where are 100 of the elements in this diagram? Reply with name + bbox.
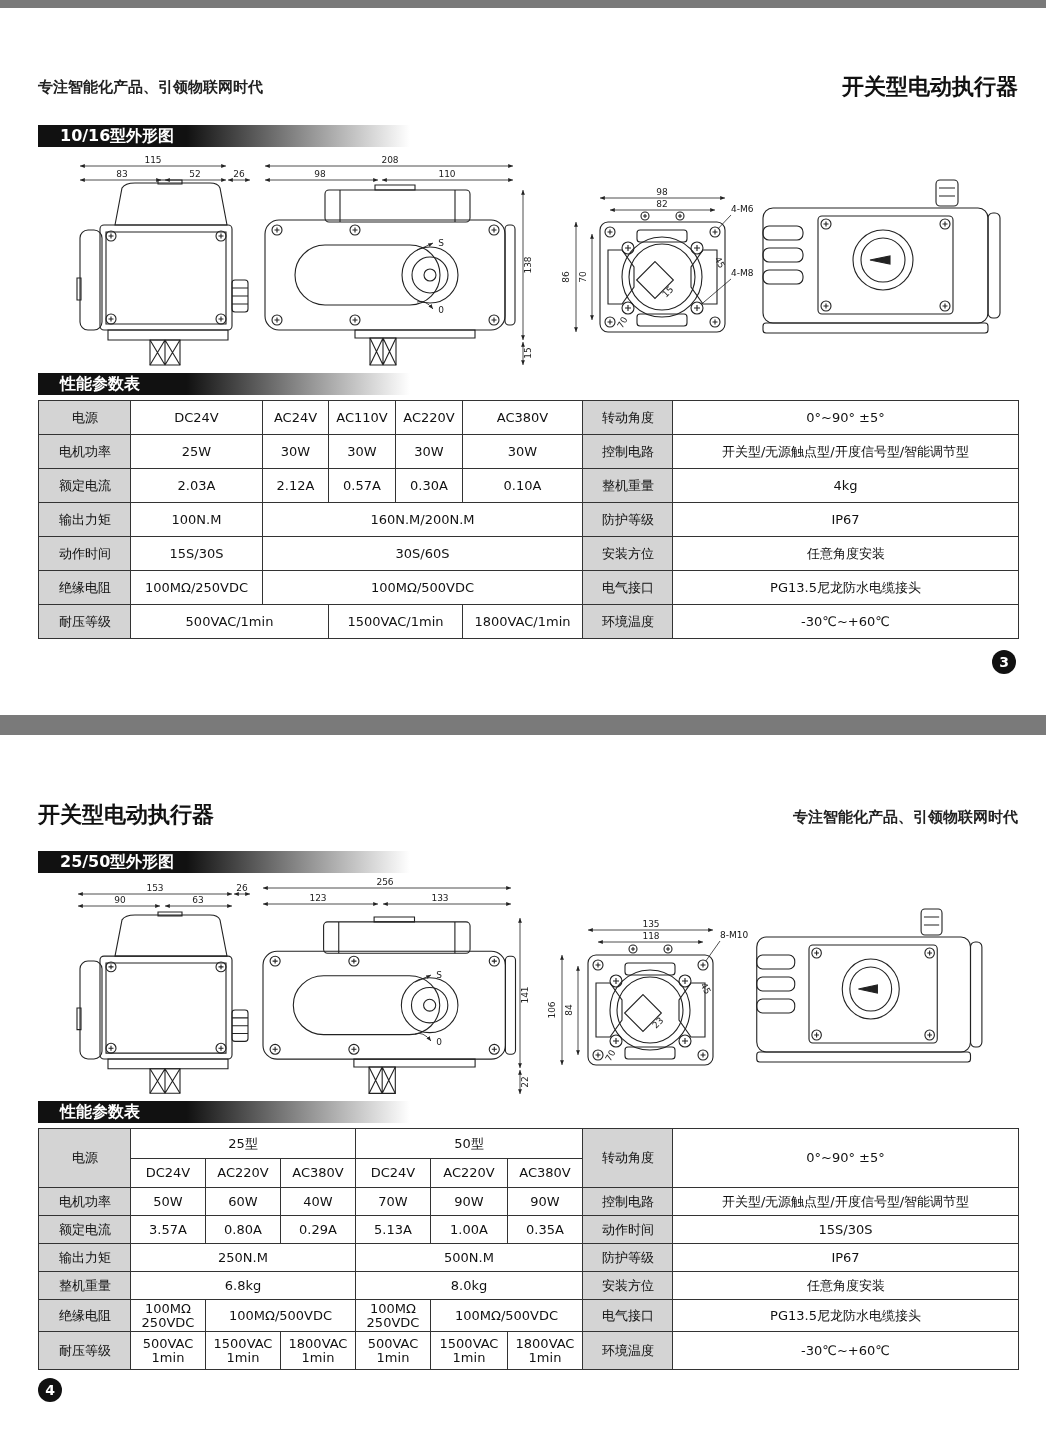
section-heading: 性能参数表 — [38, 1101, 410, 1123]
table-cell: 25型 — [130, 1128, 356, 1159]
table-cell: AC220V — [430, 1158, 508, 1188]
dimension-label: 52 — [189, 169, 201, 179]
section-heading: 性能参数表 — [38, 373, 410, 395]
row-header-cell: 电源 — [38, 400, 131, 435]
table-cell: 30W — [328, 434, 396, 469]
row-header-cell: 安装方位 — [582, 536, 673, 571]
dimension-label: 90 — [114, 895, 126, 905]
table-cell: 0°~90° ±5° — [672, 1128, 1019, 1188]
row-header-cell: 转动角度 — [582, 400, 673, 435]
dimension-label: 70 — [603, 1048, 618, 1063]
dimension-label: 26 — [233, 169, 245, 179]
table-cell: 40W — [280, 1187, 356, 1216]
table-cell: 5.13A — [355, 1215, 431, 1244]
callout-label: 8-M10 — [720, 930, 749, 941]
row-header-cell: 安装方位 — [582, 1271, 673, 1300]
callout-label: 4-M6 — [731, 204, 754, 215]
table-cell: PG13.5尼龙防水电缆接头 — [672, 570, 1019, 605]
dimension-label: 26 — [236, 883, 248, 893]
rotation-label: 0 — [436, 1037, 442, 1047]
table-cell: 500VAC 1min — [355, 1331, 431, 1370]
dimension-label: 256 — [376, 877, 394, 887]
dimension-label: 208 — [381, 155, 399, 165]
table-cell: 100MΩ/250VDC — [130, 570, 263, 605]
table-cell: 250N.M — [130, 1243, 356, 1272]
row-header-cell: 环境温度 — [582, 1331, 673, 1370]
dimension-label: 110 — [438, 169, 456, 179]
dimension-label: 45 — [712, 255, 727, 270]
dimension-label: 141 — [520, 986, 530, 1004]
page-title: 开关型电动执行器 — [842, 73, 1018, 101]
row-header-cell: 耐压等级 — [38, 1331, 131, 1370]
table-cell: PG13.5尼龙防水电缆接头 — [672, 1299, 1019, 1332]
leader-line — [718, 214, 732, 229]
rotation-label: S — [436, 970, 442, 980]
rotation-label: S — [438, 238, 444, 248]
row-header-cell: 电机功率 — [38, 434, 131, 469]
row-header-cell: 输出力矩 — [38, 502, 131, 537]
row-header-cell: 额定电流 — [38, 1215, 131, 1244]
table-cell: AC220V — [205, 1158, 281, 1188]
table-cell: 任意角度安装 — [672, 1271, 1019, 1300]
row-header-cell: 整机重量 — [38, 1271, 131, 1300]
dimension-label: 86 — [561, 271, 571, 283]
table-cell: IP67 — [672, 1243, 1019, 1272]
dimension-label: 118 — [642, 931, 660, 941]
table-cell: 4kg — [672, 468, 1019, 503]
table-cell: 2.12A — [262, 468, 329, 503]
dimension-label: 115 — [144, 155, 162, 165]
table-cell: 8.0kg — [355, 1271, 583, 1300]
row-header-cell: 防护等级 — [582, 1243, 673, 1272]
row-header-cell: 电气接口 — [582, 1299, 673, 1332]
table-cell: 3.57A — [130, 1215, 206, 1244]
slogan: 专注智能化产品、引领物联网时代 — [38, 78, 263, 97]
table-cell: -30℃~+60℃ — [672, 1331, 1019, 1370]
table-cell: 90W — [430, 1187, 508, 1216]
callout-label: 4-M8 — [731, 268, 754, 279]
screw-hole — [690, 301, 704, 315]
dimension-label: 106 — [547, 1001, 557, 1019]
table-cell: 1800VAC 1min — [507, 1331, 583, 1370]
table-cell: 任意角度安装 — [672, 536, 1019, 571]
row-header-cell: 电源 — [38, 1128, 131, 1188]
row-header-cell: 绝缘电阻 — [38, 1299, 131, 1332]
table-cell: 500VAC/1min — [130, 604, 329, 639]
table-cell: DC24V — [130, 400, 263, 435]
row-header-cell: 动作时间 — [38, 536, 131, 571]
table-cell: 100MΩ/500VDC — [262, 570, 583, 605]
dimension-label: 15 — [660, 284, 676, 300]
row-header-cell: 控制电路 — [582, 1187, 673, 1216]
table-cell: DC24V — [130, 1158, 206, 1188]
table-cell: 15S/30S — [130, 536, 263, 571]
row-header-cell: 防护等级 — [582, 502, 673, 537]
table-cell: 0.10A — [462, 468, 583, 503]
table-cell: 160N.M/200N.M — [262, 502, 583, 537]
dimension-label: 84 — [564, 1004, 574, 1016]
table-cell: 2.03A — [130, 468, 263, 503]
row-header-cell: 电气接口 — [582, 570, 673, 605]
row-header-cell: 转动角度 — [582, 1128, 673, 1188]
table-cell: 0°~90° ±5° — [672, 400, 1019, 435]
dimension-label: 70 — [578, 271, 588, 283]
table-cell: 1.00A — [430, 1215, 508, 1244]
row-header-cell: 环境温度 — [582, 604, 673, 639]
table-cell: 30W — [462, 434, 583, 469]
table-cell: 6.8kg — [130, 1271, 356, 1300]
table-cell: AC380V — [462, 400, 583, 435]
table-cell: 1500VAC 1min — [430, 1331, 508, 1370]
table-cell: 0.57A — [328, 468, 396, 503]
table-cell: 30W — [262, 434, 329, 469]
row-header-cell: 输出力矩 — [38, 1243, 131, 1272]
table-cell: 25W — [130, 434, 263, 469]
rotation-label: 0 — [438, 305, 444, 315]
table-cell: 500VAC 1min — [130, 1331, 206, 1370]
table-cell: 100MΩ 250VDC — [130, 1299, 206, 1332]
dimension-label: 138 — [523, 256, 533, 274]
row-header-cell: 整机重量 — [582, 468, 673, 503]
slogan: 专注智能化产品、引领物联网时代 — [793, 808, 1018, 827]
dimension-label: 23 — [650, 1015, 666, 1031]
screw-hole — [697, 959, 709, 971]
dimension-label: 153 — [146, 883, 164, 893]
table-cell: 90W — [507, 1187, 583, 1216]
table-cell: 100MΩ/500VDC — [205, 1299, 356, 1332]
